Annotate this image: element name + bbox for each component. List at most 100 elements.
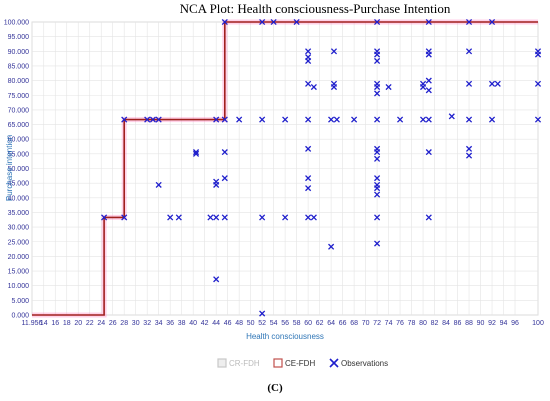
- y-tick-label: 25.000: [8, 239, 30, 246]
- observation-stroke: [534, 51, 542, 58]
- observation-stroke: [330, 83, 338, 91]
- legend-label: CE-FDH: [285, 359, 315, 368]
- observation-stroke: [534, 80, 542, 87]
- y-tick-labels: 0.0005.00010.00015.00020.00025.00030.000…: [4, 20, 29, 320]
- x-tick-label: 60: [304, 320, 312, 327]
- observation-point: [310, 214, 317, 221]
- x-tick-label: 84: [442, 320, 450, 327]
- observation-stroke: [305, 80, 312, 87]
- y-tick-label: 65.000: [8, 122, 30, 129]
- observation-point: [282, 116, 289, 123]
- observation-stroke: [282, 214, 289, 221]
- y-tick-label: 30.000: [8, 225, 30, 232]
- x-tick-label: 66: [339, 320, 347, 327]
- observation-point: [293, 18, 300, 26]
- observation-point: [425, 149, 432, 156]
- observation-point: [465, 116, 473, 123]
- y-tick-label: 100.000: [4, 20, 29, 27]
- observation-stroke: [175, 214, 182, 221]
- observation-point: [213, 116, 220, 123]
- x-tick-label: 42: [201, 320, 209, 327]
- observation-point: [213, 178, 220, 185]
- observation-point: [425, 214, 432, 221]
- x-tick-label: 50: [247, 320, 255, 327]
- observation-point: [425, 77, 432, 84]
- observation-point: [221, 214, 228, 221]
- y-tick-label: 20.000: [8, 254, 30, 261]
- observation-point: [374, 57, 381, 65]
- observations-series: [101, 18, 542, 317]
- observation-stroke: [221, 18, 228, 26]
- observation-point: [425, 87, 432, 94]
- ce-fdh-line: [32, 21, 538, 316]
- observation-point: [374, 149, 381, 156]
- x-tick-label: 36: [166, 320, 174, 327]
- observation-stroke: [305, 185, 312, 192]
- x-tick-label: 26: [109, 320, 117, 327]
- panel-label: (C): [267, 382, 283, 394]
- observation-point: [425, 51, 432, 58]
- y-tick-label: 0.000: [11, 313, 29, 320]
- x-tick-label: 16: [51, 320, 59, 327]
- observation-stroke: [425, 149, 432, 156]
- observation-stroke: [101, 214, 108, 221]
- observation-point: [213, 214, 220, 221]
- observation-point: [192, 149, 200, 156]
- observation-point: [374, 155, 381, 162]
- observation-stroke: [374, 214, 381, 221]
- observation-stroke: [465, 80, 473, 87]
- observation-point: [534, 80, 542, 87]
- observation-stroke: [374, 18, 381, 26]
- observation-stroke: [333, 116, 340, 123]
- observation-point: [213, 276, 220, 283]
- observation-point: [259, 214, 266, 221]
- observation-stroke: [351, 116, 358, 123]
- observation-stroke: [192, 149, 200, 156]
- y-tick-label: 10.000: [8, 283, 30, 290]
- observation-point: [465, 145, 473, 152]
- y-tick-label: 80.000: [8, 78, 30, 85]
- observation-point: [259, 116, 266, 123]
- observation-point: [121, 116, 128, 123]
- observation-point: [221, 18, 228, 26]
- observation-stroke: [374, 155, 381, 162]
- observation-stroke: [488, 18, 496, 26]
- x-tick-label: 74: [385, 320, 393, 327]
- observation-stroke: [213, 214, 220, 221]
- observation-stroke: [465, 116, 473, 123]
- observation-point: [328, 116, 335, 123]
- y-tick-label: 45.000: [8, 181, 30, 188]
- observation-point: [305, 48, 312, 55]
- x-tick-label: 24: [97, 320, 105, 327]
- observation-stroke: [213, 116, 220, 123]
- observation-point: [419, 83, 427, 91]
- observation-point: [419, 116, 427, 123]
- x-tick-label: 38: [178, 320, 186, 327]
- observation-stroke: [374, 185, 381, 192]
- observation-stroke: [213, 276, 220, 283]
- observation-point: [488, 18, 496, 26]
- observation-point: [385, 83, 392, 91]
- observation-stroke: [374, 191, 381, 198]
- observation-stroke: [374, 83, 381, 91]
- x-tick-label: 78: [408, 320, 416, 327]
- observation-point: [282, 214, 289, 221]
- observation-stroke: [419, 83, 427, 91]
- x-tick-label: 28: [120, 320, 128, 327]
- observation-stroke: [534, 116, 542, 123]
- observation-stroke: [425, 87, 432, 94]
- observation-point: [144, 116, 151, 123]
- y-tick-label: 35.000: [8, 210, 30, 217]
- observation-point: [425, 116, 432, 123]
- observation-point: [101, 214, 108, 221]
- x-tick-label: 22: [86, 320, 94, 327]
- x-tick-label: 62: [316, 320, 324, 327]
- observation-point: [374, 116, 381, 123]
- observation-point: [305, 185, 312, 192]
- observation-stroke: [282, 116, 289, 123]
- observation-point: [374, 51, 381, 58]
- observation-stroke: [155, 181, 162, 188]
- observation-stroke: [207, 214, 214, 221]
- observation-stroke: [259, 116, 266, 123]
